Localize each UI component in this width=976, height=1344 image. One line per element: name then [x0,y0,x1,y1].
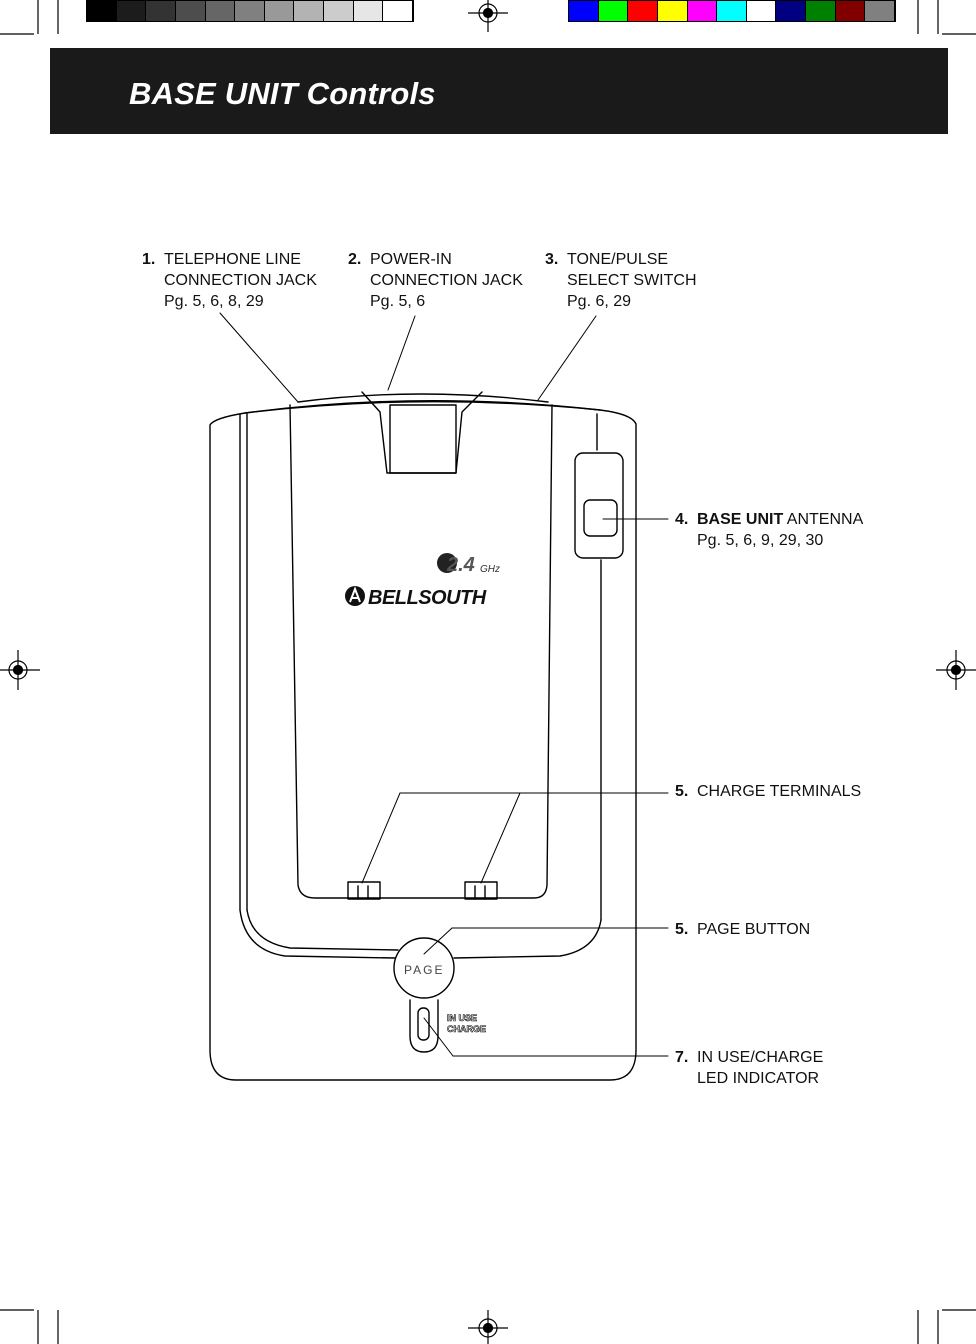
leader-line-tone-pulse [537,315,597,401]
color-swatch [657,1,688,21]
page-button [393,937,455,999]
color-swatch [598,1,629,21]
grayscale-swatch [175,1,206,21]
grayscale-swatch [264,1,295,21]
grayscale-calibration-bar [86,0,414,22]
base-unit-outer-body [209,400,637,1081]
header-band [50,48,948,134]
color-swatch [746,1,777,21]
in-use-charge-led [417,1007,430,1041]
callout-tone-pulse-switch: 3. TONE/PULSE SELECT SWITCH Pg. 6, 29 [545,249,697,312]
led-label-line2: CHARGE [447,1024,486,1034]
callout-number: 5. [675,921,689,938]
callout-line: CONNECTION JACK [164,272,317,289]
callout-line: ANTENNA [783,511,864,528]
callout-number: 3. [545,251,559,268]
base-unit-top-rim [244,400,601,414]
color-swatch [776,1,806,21]
grayscale-swatch [383,1,413,21]
registration-mark-left [0,650,40,690]
antenna-port [583,499,618,537]
grayscale-swatch [146,1,176,21]
power-in-jack [389,404,457,474]
page-button-label: PAGE [404,963,444,977]
leader-line-power-in [387,315,416,391]
grayscale-swatch [235,1,265,21]
registration-mark-top [468,0,508,32]
color-swatch [628,1,658,21]
color-swatch [806,1,836,21]
grayscale-swatch [87,1,117,21]
callout-line: SELECT SWITCH [567,272,697,289]
callout-page-button: 5. PAGE BUTTON [675,919,810,940]
callout-pages: Pg. 5, 6, 8, 29 [164,293,264,310]
band-label: 2.4 [446,554,475,576]
color-swatch [835,1,866,21]
grayscale-swatch [116,1,147,21]
callout-line: CONNECTION JACK [370,272,523,289]
grayscale-swatch [205,1,236,21]
color-swatch [717,1,747,21]
callout-power-in-jack: 2. POWER-IN CONNECTION JACK Pg. 5, 6 [348,249,523,312]
callout-line: PAGE BUTTON [697,921,811,938]
in-use-charge-led-housing [409,999,439,1053]
charge-terminal-left [347,881,381,900]
charge-terminal-right [464,881,498,900]
grayscale-swatch [324,1,354,21]
brand-logo: BELLSOUTH [368,587,487,609]
callout-base-unit-antenna: 4. BASE UNIT ANTENNA Pg. 5, 6, 9, 29, 30 [675,509,863,551]
handset-cradle-well [289,404,553,899]
callout-number: 5. [675,783,689,800]
callout-pages: Pg. 5, 6 [370,293,426,310]
grayscale-swatch [353,1,384,21]
callout-pages: Pg. 5, 6, 9, 29, 30 [697,532,824,549]
callout-number: 1. [142,251,156,268]
callout-line: CHARGE TERMINALS [697,783,862,800]
leader-line-telephone-jack [219,312,299,403]
callout-in-use-led: 7. IN USE/CHARGE LED INDICATOR [675,1047,823,1089]
callout-telephone-line-jack: 1. TELEPHONE LINE CONNECTION JACK Pg. 5, … [142,249,317,312]
callout-number: 2. [348,251,362,268]
callout-number: 4. [675,511,689,528]
led-label-line1: IN USE [447,1013,477,1023]
callout-charge-terminals: 5. CHARGE TERMINALS [675,781,861,802]
band-unit: GHz [480,564,500,575]
color-calibration-bar [568,0,896,22]
callout-bold-term: BASE UNIT [697,511,784,528]
color-swatch [569,1,599,21]
registration-mark-right [936,650,976,690]
color-swatch [687,1,718,21]
band-badge [437,553,457,573]
callout-line: POWER-IN [370,251,452,268]
callout-line: TONE/PULSE [567,251,669,268]
color-swatch [865,1,895,21]
callout-line: LED INDICATOR [697,1070,820,1087]
callout-line: IN USE/CHARGE [697,1049,824,1066]
callout-pages: Pg. 6, 29 [567,293,632,310]
page-title: BASE UNIT Controls [129,76,436,111]
grayscale-swatch [294,1,324,21]
antenna-housing [574,452,624,559]
registration-mark-bottom [468,1310,508,1344]
callout-line: TELEPHONE LINE [164,251,301,268]
callout-number: 7. [675,1049,689,1066]
base-unit-lower-frame [239,909,396,959]
leader-line-charge-terminal-right [480,792,521,884]
